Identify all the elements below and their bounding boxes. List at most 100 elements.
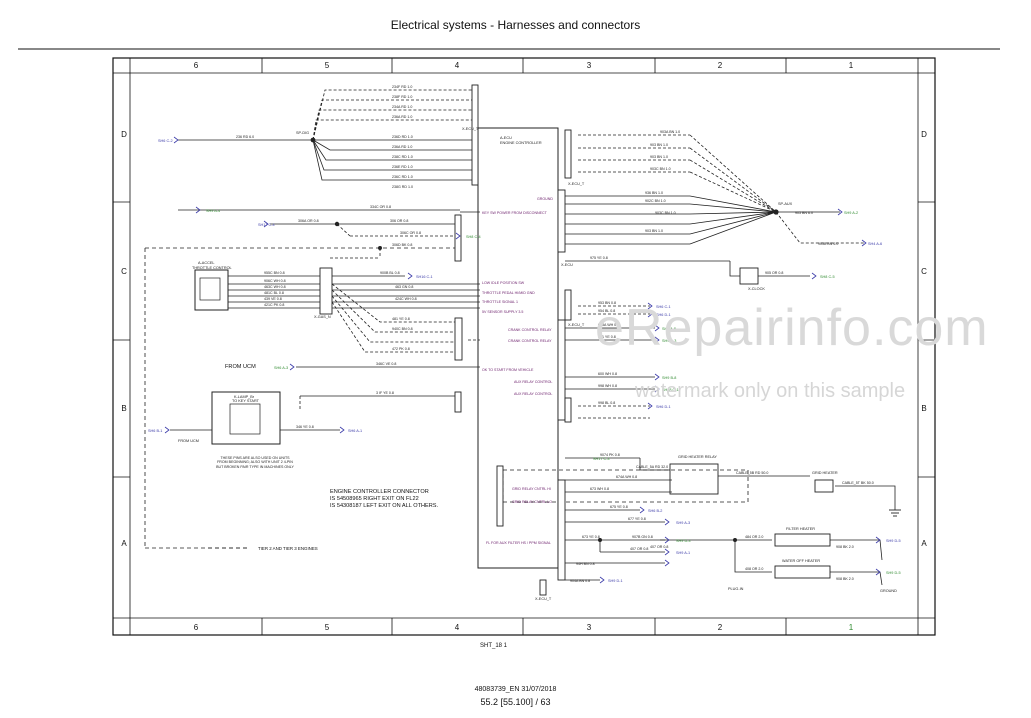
splice-dots [310, 137, 779, 542]
wire-label: 903C BN 1.0 [650, 167, 671, 171]
page-number: 55.2 [55.100] / 63 [480, 697, 551, 707]
sheet-reference: SH9 D-5 [886, 539, 901, 543]
wire-label: 673 WH 0.8 [590, 487, 609, 491]
sheet-reference: SH9 B-3 [662, 339, 676, 343]
ecu-signal-label: CRANK CONTROL RELAY [508, 339, 552, 343]
filter-heater-label: FILTER HEATER [786, 527, 815, 531]
wire-label: 421C PK 0.8 [264, 303, 284, 307]
wire-label: CABLE_5B RD 50.0 [736, 471, 768, 475]
sheet-reference: SH6 C-2 [158, 139, 173, 143]
sheet-reference: SH4 A-6 [868, 242, 882, 246]
reference-arrows [164, 136, 881, 584]
plug-label: PLUG-IN [728, 587, 744, 591]
wire-label: 238G RD 1.0 [392, 185, 413, 189]
row-label-right: A [921, 539, 927, 548]
column-label-top: 5 [325, 61, 330, 70]
connector-note-line: IS 54308187 LEFT EXIT ON ALL OTHERS. [330, 503, 439, 509]
sheet-reference: SH6 D-1 [656, 405, 671, 409]
wire-label: 673 YE 0.8 [582, 535, 600, 539]
page-title: Electrical systems - Harnesses and conne… [390, 18, 641, 32]
wire-label: 306 OR 0.8 [390, 219, 408, 223]
ecu-signal-label: THROTTLE SIGNAL 1 [482, 300, 518, 304]
fuse-note: THESE PINS ARE ALSO USED ON UNITS FROM B… [216, 456, 294, 469]
ecu-signal-label: AUX RELAY CONTROL [514, 392, 552, 396]
sheet-reference: SH17 C-4 [258, 223, 275, 227]
ecu-signal-label: GRID RELAY CNTRL HI [512, 487, 551, 491]
ecu-signal-label: FL FOR AUX FILTER HS / PPM SIGNAL [486, 541, 551, 545]
wire-label: 9074 PK 0.8 [600, 453, 620, 457]
wire-label: 921 YE 0.8 [598, 335, 616, 339]
harness-id: X-ECU_T [568, 182, 585, 186]
drawing-frame [112, 57, 936, 636]
ecu-signal-label: GROUND [537, 197, 553, 201]
wire-label: 600 WH 0.8 [598, 372, 617, 376]
harness-id: X-ECU [561, 263, 573, 267]
wire-label: 236A RD 1.0 [392, 145, 412, 149]
wire-label: 955C BN 0.8 [264, 271, 285, 275]
sheet-reference: SH8 C-4 [466, 235, 481, 239]
ecu-signal-label: THROTTLE PEDAL HI/MID GND [482, 291, 535, 295]
sheet-reference: SH9 B-8 [662, 376, 676, 380]
throttle-subtitle: THROTTLE CONTROL [192, 266, 232, 270]
sheet-reference: SH9 D-1 [608, 579, 623, 583]
throttle-control-box [194, 269, 229, 311]
key-start-relay-box [211, 391, 281, 445]
sheet-reference: SH16 C-1 [416, 275, 433, 279]
throttle-title: A-ACCEL [198, 261, 214, 265]
ecu-signal-label: LOW IDLE POSITION SW [482, 281, 525, 285]
wire-label: 902C BN 1.0 [645, 199, 666, 203]
column-label-bottom: 1 [849, 623, 854, 632]
wire-label: 675 YE 0.8 [610, 505, 628, 509]
sheet-reference: SH9 D-4 [676, 539, 691, 543]
grid-heater-element [814, 479, 834, 493]
wire-label: 954 BL 0.8 [598, 309, 615, 313]
water-heater-label: WATER OFF HEATER [782, 559, 820, 563]
water-heater-element [774, 565, 831, 579]
wire-label: 234F RD 1.0 [392, 85, 412, 89]
wire-label: 903B BN 6.0 [818, 242, 838, 246]
sheet-reference: SH9 A-1 [676, 551, 690, 555]
row-label-right: D [921, 130, 927, 139]
filter-heater-element [774, 533, 831, 547]
wire-label: 903 BN 6.0 [795, 211, 813, 215]
relay-subtitle: TO KEY START [232, 399, 260, 403]
wire-label: 953A WH 0.8 [598, 323, 619, 327]
sheet-reference: SH17 C-4 [593, 457, 610, 461]
relay-title: K-LAMP_Br [234, 395, 255, 399]
row-label-left: B [121, 404, 126, 413]
wire-label: 439 VE 0.8 [264, 297, 282, 301]
wire-label: 975 YE 0.8 [590, 256, 608, 260]
wire-label: 908 BK 2.0 [836, 545, 854, 549]
column-label-bottom: 3 [587, 623, 592, 632]
sheet-reference: SH6 A-3 [274, 366, 288, 370]
sheet-reference: SH9 A-4 [206, 209, 220, 213]
wire-label: 463 GN 0.8 [395, 285, 413, 289]
row-label-right: C [921, 267, 927, 276]
wire-label: 904A BN 0.8 [570, 579, 590, 583]
column-label-top: 6 [194, 61, 199, 70]
ecu-signal-label: AUX RELAY CONTROL [514, 380, 552, 384]
sheet-reference: SH6 B-2 [648, 509, 662, 513]
controller-subtitle: ENGINE CONTROLLER [500, 141, 542, 145]
harness-id: X-ECU_T [462, 127, 479, 131]
wire-label: 236A RD 1.0 [392, 115, 412, 119]
column-label-top: 2 [718, 61, 723, 70]
sheet-reference: SH6 D-1 [656, 313, 671, 317]
wire-label: 905 OR 0.8 [765, 271, 783, 275]
row-label-left: C [121, 267, 127, 276]
wire-label: 408 OR 2.0 [745, 567, 763, 571]
sheet-reference: SH9 A-5 [662, 327, 676, 331]
controller-title: A-ECU [500, 136, 512, 140]
wire-label: CABLE_5T BK 50.0 [842, 481, 874, 485]
ground-symbols [889, 509, 901, 517]
sheet-reference: SH6 B-1 [148, 429, 162, 433]
connector-blocks [319, 84, 759, 596]
fuse-note-box: THESE PINS ARE ALSO USED ON UNITS FROM B… [216, 456, 294, 469]
wire-label: 236C RD 1.0 [392, 175, 413, 179]
wire-label: 236E RD 1.0 [392, 165, 413, 169]
wire-label: 998 BL 0.8 [598, 401, 615, 405]
sheet-reference: SH6 C-1 [656, 305, 671, 309]
harness-id: X-ECU_T [568, 323, 585, 327]
wire-label: 472 PK 0.8 [392, 347, 410, 351]
